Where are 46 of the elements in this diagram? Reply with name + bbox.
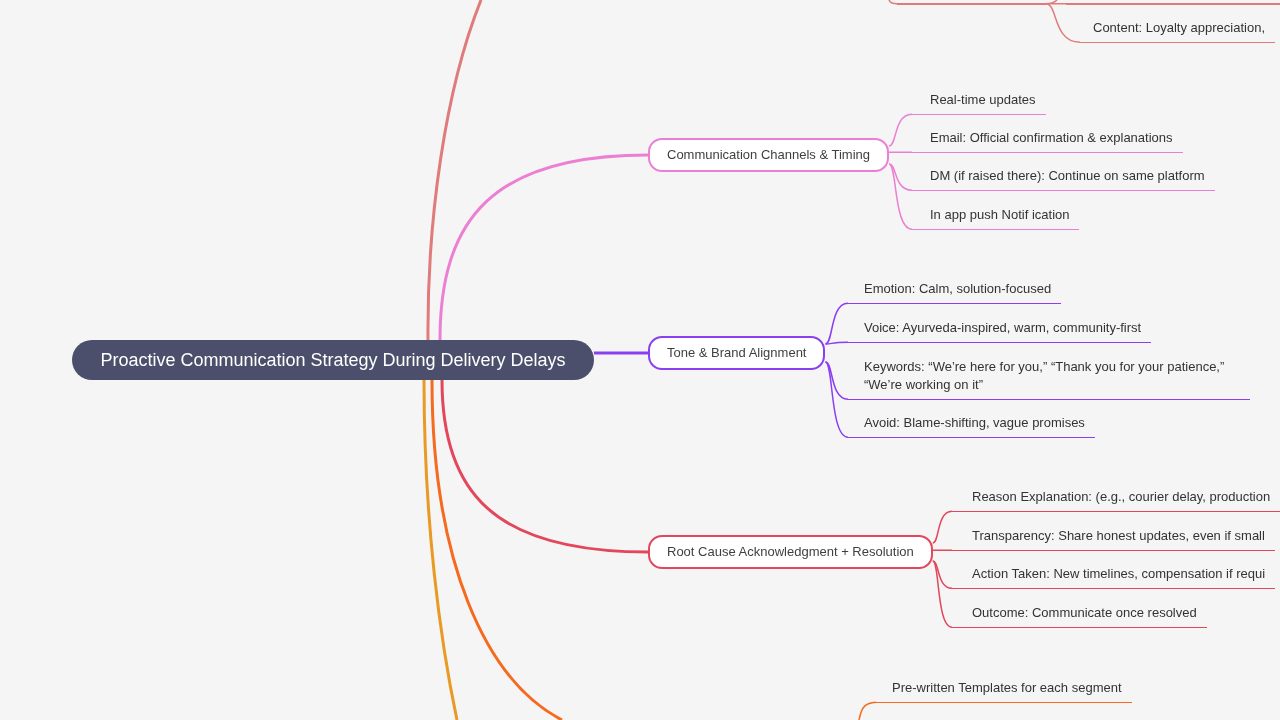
- branch-line: [824, 341, 849, 345]
- branch-line: [824, 302, 849, 345]
- branch-line: [888, 0, 898, 5]
- subtopic-text: Email: Official confirmation & explanations: [930, 129, 1173, 147]
- branch-line: [888, 163, 913, 230]
- subtopic-text: In app push Notif ication: [930, 206, 1070, 224]
- branch-line: [426, 0, 483, 340]
- topic-text: Tone & Brand Alignment: [667, 344, 807, 362]
- branch-line: [932, 549, 953, 551]
- subtopic-text: Voice: Ayurveda-inspired, warm, community-first: [864, 319, 1142, 337]
- branch-line: [1045, 3, 1081, 43]
- subtopic-text: DM (if raised there): Continue on same platform: [930, 167, 1205, 185]
- branch-line: [440, 379, 649, 554]
- topic-text: Root Cause Acknowledgment + Resolution: [667, 543, 914, 561]
- subtopic-text: Keywords: “We’re here for you,” “Thank you for your patience,” “We’re working on it”: [864, 358, 1226, 394]
- subtopic-text: Reason Explanation: (e.g., courier delay, production: [972, 488, 1271, 506]
- branch-line: [888, 151, 913, 153]
- branch-underline: [897, 3, 1046, 5]
- branch-line: [932, 560, 953, 628]
- branch-line: [932, 510, 953, 544]
- subtopic-text: Pre-written Templates for each segment: [892, 679, 1122, 697]
- subtopic-text: Transparency: Share honest updates, even if small: [972, 527, 1265, 545]
- branch-line: [858, 701, 877, 720]
- subtopic-text: Real-time updates: [930, 91, 1036, 109]
- topic-box: [648, 535, 933, 569]
- branch-line: [932, 560, 953, 589]
- central-topic-text: Proactive Communication Strategy During Delivery Delays: [100, 349, 566, 371]
- subtopic-text: Action Taken: New timelines, compensation if requi: [972, 565, 1266, 583]
- branch-line: [430, 379, 563, 720]
- topic-text: Communication Channels & Timing: [667, 146, 871, 164]
- subtopic-text: Content: Loyalty appreciation,: [1093, 19, 1265, 37]
- subtopic-text: Outcome: Communicate once resolved: [972, 604, 1197, 622]
- central-topic-pill: [72, 340, 594, 380]
- topic-box: [648, 336, 826, 370]
- branch-line: [888, 163, 913, 191]
- branch-line: [438, 153, 649, 341]
- branch-line: [824, 361, 849, 400]
- subtopic-text: Avoid: Blame-shifting, vague promises: [864, 414, 1085, 432]
- branch-line: [824, 361, 849, 438]
- branch-line: [1045, 0, 1058, 5]
- branch-line: [422, 380, 459, 720]
- branch-line: [594, 351, 648, 355]
- branch-line: [888, 113, 913, 147]
- branch-underline: [1066, 3, 1280, 5]
- topic-box: [648, 138, 890, 172]
- subtopic-text: Emotion: Calm, solution-focused: [864, 280, 1052, 298]
